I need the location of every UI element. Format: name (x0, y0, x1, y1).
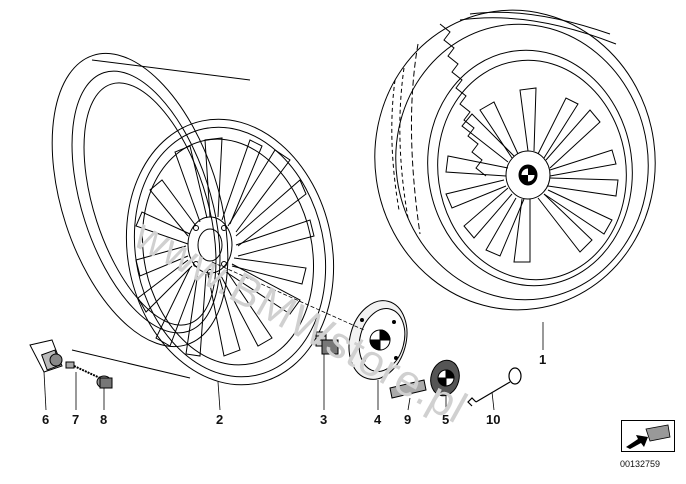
callout-2: 2 (216, 412, 224, 427)
removal-hook-icon (468, 368, 521, 406)
callout-1: 1 (539, 352, 547, 367)
callout-3: 3 (320, 412, 328, 427)
callout-9: 9 (404, 412, 412, 427)
valve-cap-icon (97, 376, 112, 388)
next-page-button[interactable] (621, 420, 675, 452)
bmw-emblem-icon (427, 357, 463, 399)
callout-5: 5 (442, 412, 450, 427)
wheel-hub-logo-icon (521, 168, 535, 182)
badge-plate-icon (390, 380, 426, 398)
document-id: 00132759 (620, 459, 661, 469)
hub-cap-icon (341, 294, 416, 386)
valve-stem-icon (30, 340, 62, 372)
callout-4: 4 (374, 412, 382, 427)
callout-10: 10 (486, 412, 501, 427)
alloy-rim-icon (19, 31, 358, 404)
callout-7: 7 (72, 412, 80, 427)
next-page-arrow-icon (626, 421, 674, 449)
leader-lines (44, 262, 543, 410)
valve-core-icon (66, 362, 100, 378)
wheel-bolt-icon (316, 332, 338, 354)
callout-6: 6 (42, 412, 50, 427)
complete-wheel-icon (355, 0, 674, 328)
callout-8: 8 (100, 412, 108, 427)
